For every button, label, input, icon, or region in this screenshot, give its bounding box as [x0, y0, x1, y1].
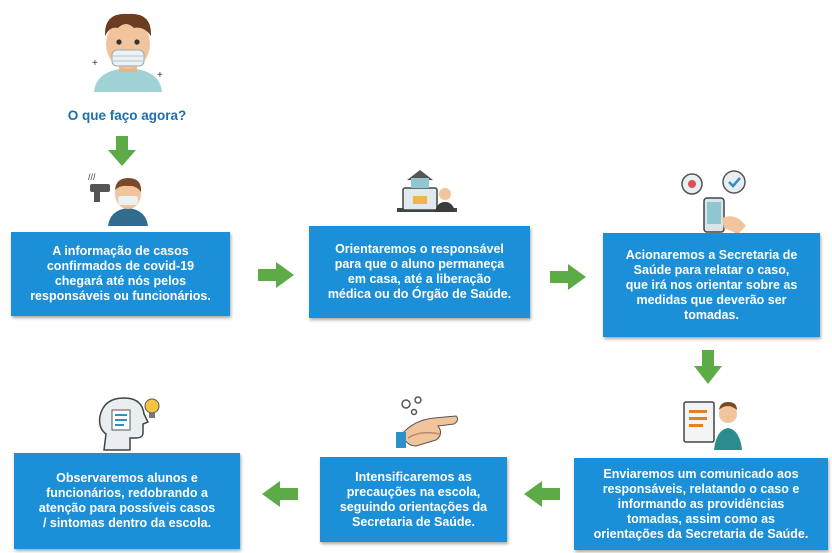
thermometer-check-icon: ///: [88, 172, 148, 226]
step-1-box: A informação de casos confirmados de cov…: [11, 232, 230, 316]
arrow-right-2: [550, 264, 586, 290]
phone-health-call-icon: [681, 170, 746, 234]
arrow-down-2: [694, 350, 722, 384]
home-video-call-icon: [397, 170, 457, 212]
step-4-box: Enviaremos um comunicado aos responsávei…: [574, 458, 828, 550]
svg-text:///: ///: [88, 172, 96, 182]
arrow-down-1: [108, 136, 136, 166]
masked-person-icon: + +: [92, 13, 163, 92]
hand-washing-icon: [396, 396, 459, 448]
arrow-right-1: [258, 262, 294, 288]
head-lightbulb-idea-icon: [98, 397, 160, 451]
arrow-left-2: [262, 481, 298, 507]
document-person-icon: [683, 401, 742, 450]
step-5-box: Intensificaremos as precauções na escola…: [320, 457, 507, 542]
question-label: O que faço agora?: [67, 108, 187, 123]
step-3-box: Acionaremos a Secretaria de Saúde para r…: [603, 233, 820, 337]
arrow-left-1: [524, 481, 560, 507]
step-2-box: Orientaremos o responsável para que o al…: [309, 226, 530, 318]
svg-text:+: +: [92, 58, 98, 69]
step-6-box: Observaremos alunos e funcionários, redo…: [14, 453, 240, 549]
svg-text:+: +: [157, 70, 163, 81]
